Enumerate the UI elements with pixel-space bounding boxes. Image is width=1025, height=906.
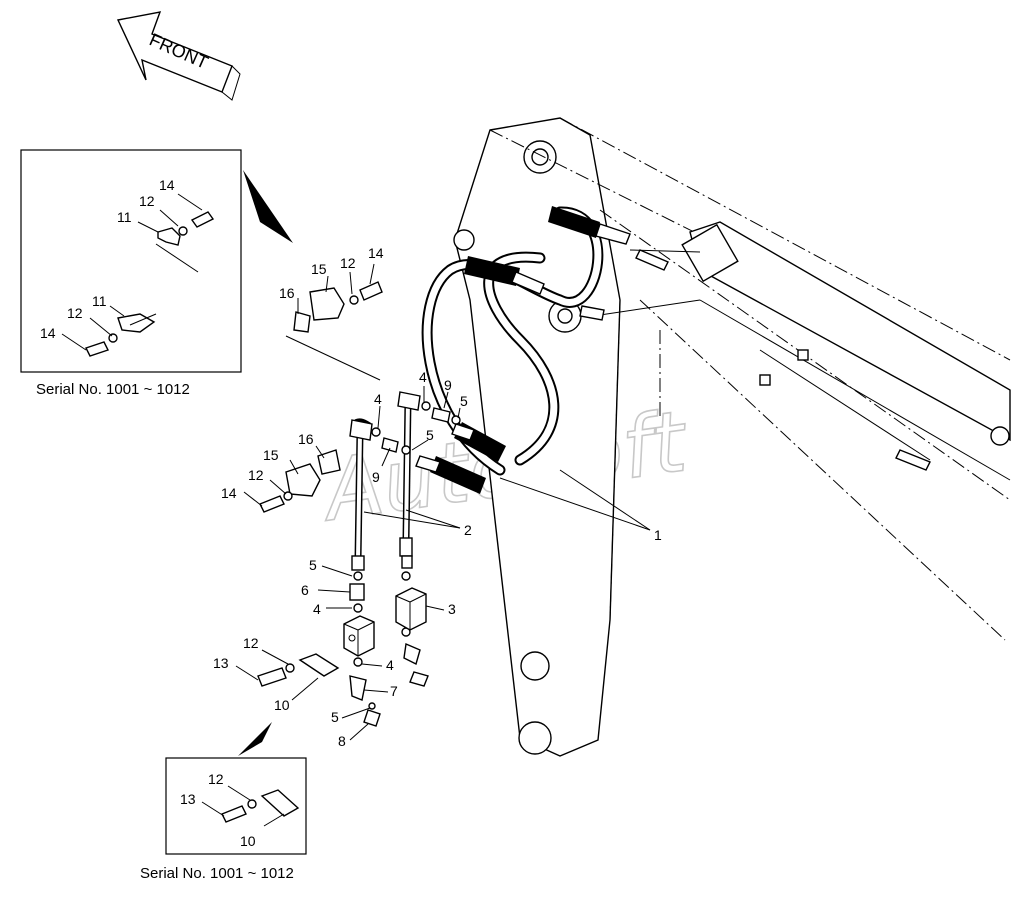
- callout-4-block: 4: [386, 657, 394, 673]
- callout-13: 13: [213, 655, 229, 671]
- callout-8: 8: [338, 733, 346, 749]
- callouts: 16 15 12 14 4 9 5 4 5 9 16 15 12 14 2 1 …: [213, 245, 662, 749]
- callout-4-upper: 4: [419, 369, 427, 385]
- callout-inset-bottom-12: 12: [208, 771, 224, 787]
- clamp-lower: [259, 449, 341, 513]
- callout-inset-top-11a: 11: [117, 209, 132, 225]
- inset-bottom: Serial No. 1001 ~ 1012 12 13 10: [140, 722, 307, 882]
- callout-15-lower: 15: [263, 447, 279, 463]
- callout-inset-top-14a: 14: [159, 177, 175, 193]
- callout-4-mid: 4: [374, 391, 382, 407]
- callout-3: 3: [448, 601, 456, 617]
- inset-bottom-caption: Serial No. 1001 ~ 1012: [140, 865, 294, 882]
- front-direction-arrow: FRONT: [116, 11, 241, 101]
- clamp-upper: [285, 281, 383, 381]
- callout-15-upper: 15: [311, 261, 327, 277]
- callout-inset-bottom-10: 10: [240, 833, 256, 849]
- callout-4-pipe: 4: [313, 601, 321, 617]
- inset-top: Serial No. 1001 ~ 1012 14 12 11 12 11 14: [20, 149, 293, 398]
- callout-10: 10: [274, 697, 290, 713]
- callout-inset-bottom-13: 13: [180, 791, 196, 807]
- callout-inset-top-12b: 12: [67, 305, 83, 321]
- callout-9-upper: 9: [444, 377, 452, 393]
- inset-top-caption: Serial No. 1001 ~ 1012: [36, 381, 190, 398]
- callout-9-mid: 9: [372, 469, 380, 485]
- leader-lines: [235, 263, 651, 741]
- callout-14-upper: 14: [368, 245, 384, 261]
- callout-12-upper: 12: [340, 255, 356, 271]
- hose-assembly-1: [415, 206, 669, 494]
- pipe-assembly-2: [349, 391, 421, 571]
- boom-structure: [453, 117, 1011, 757]
- callout-14-lower: 14: [221, 485, 237, 501]
- callout-inset-top-14b: 14: [40, 325, 56, 341]
- callout-12-lower: 12: [248, 467, 264, 483]
- junction-block-3: [395, 587, 427, 631]
- callout-16-lower: 16: [298, 431, 314, 447]
- callout-5-upper: 5: [460, 393, 468, 409]
- callout-inset-top-12a: 12: [139, 193, 155, 209]
- callout-5-pipe: 5: [309, 557, 317, 573]
- bracket-10: [257, 653, 340, 687]
- callout-1: 1: [654, 527, 662, 543]
- callout-7: 7: [390, 683, 398, 699]
- junction-block-lower: [343, 615, 375, 657]
- callout-16-upper: 16: [279, 285, 295, 301]
- callout-inset-top-11b: 11: [92, 293, 107, 309]
- fittings: [349, 401, 461, 727]
- callout-6: 6: [301, 582, 309, 598]
- callout-12-bracket: 12: [243, 635, 259, 651]
- callout-5-mid: 5: [426, 427, 434, 443]
- callout-5-block: 5: [331, 709, 339, 725]
- callout-2: 2: [464, 522, 472, 538]
